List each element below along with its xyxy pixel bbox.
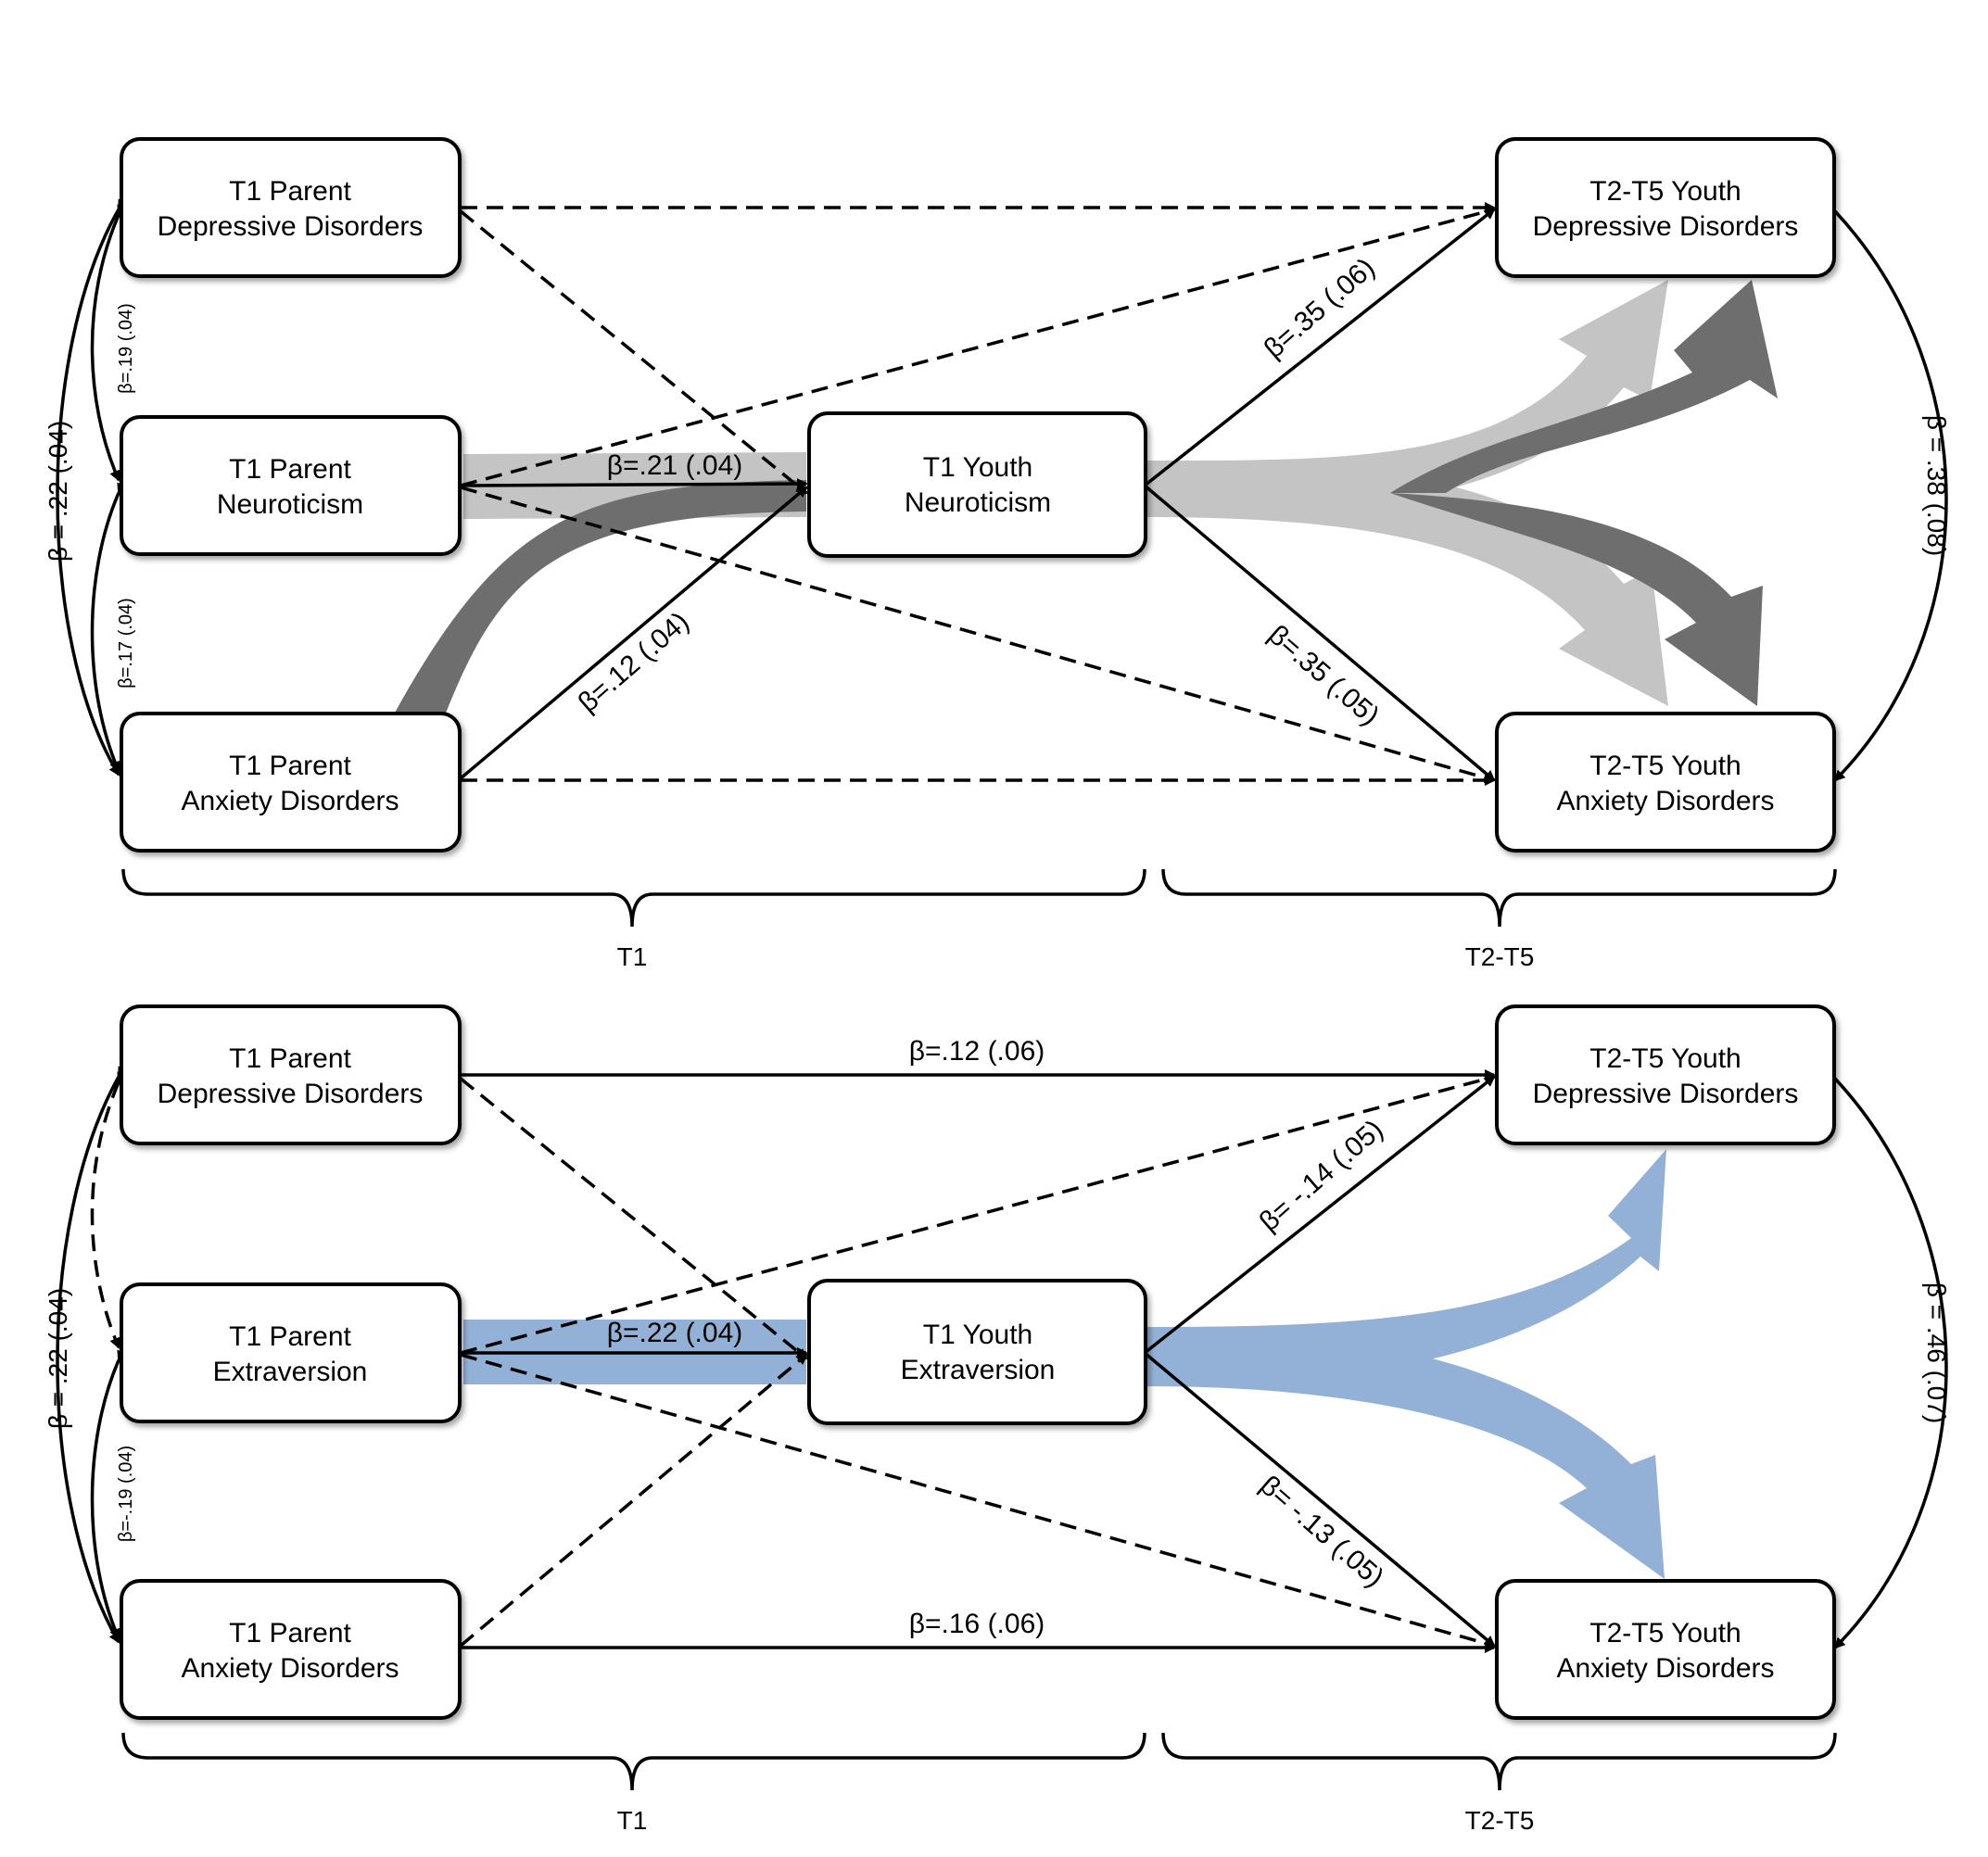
node-line-1: T1 Parent xyxy=(229,1043,351,1074)
brace-label-t1: T1 xyxy=(617,942,648,971)
path-trait-to-youthanx xyxy=(460,486,1496,784)
beta-anx-to-youth: β=.12 (.04) xyxy=(573,606,695,718)
beta-dep-to-dep: β=.12 (.06) xyxy=(909,1036,1045,1067)
path-trait-to-youthdep xyxy=(460,1073,1496,1355)
node-line-2: Neuroticism xyxy=(905,487,1051,518)
beta-left-lower: β=.17 (.04) xyxy=(116,598,136,688)
node-line-1: T1 Parent xyxy=(229,1321,351,1352)
cov-left-outer xyxy=(56,1066,129,1644)
node-youth-extraversion: T1 Youth Extraversion xyxy=(807,1279,1147,1425)
node-parent-dep: T1 Parent Depressive Disorders xyxy=(120,1004,462,1145)
node-line-2: Depressive Disorders xyxy=(158,1079,424,1109)
brace-t1 xyxy=(121,868,1146,928)
node-line-1: T1 Parent xyxy=(229,1618,351,1649)
brace-t2t5 xyxy=(1161,868,1837,928)
beta-right-outer: β = .38 (.08) xyxy=(1922,415,1951,556)
braces-panel2: T1 T2-T5 xyxy=(121,1732,1837,1835)
path-dep-to-youthtrait xyxy=(459,1077,808,1360)
beta-right-outer: β = .46 (.07) xyxy=(1922,1282,1951,1423)
wide-arrow-youth-to-dep-blue xyxy=(1145,1149,1666,1386)
path-trait-to-youthtrait xyxy=(460,478,808,490)
node-line-1: T1 Youth xyxy=(923,1320,1032,1350)
node-line-2: Depressive Disorders xyxy=(1533,1079,1799,1109)
node-line-1: T2-T5 Youth xyxy=(1589,1618,1741,1649)
wide-band-anx-to-youth-dark xyxy=(389,480,806,723)
node-line-2: Anxiety Disorders xyxy=(1556,1653,1774,1684)
node-line-1: T2-T5 Youth xyxy=(1589,1043,1741,1074)
path-anx-to-youthtrait xyxy=(459,486,808,780)
node-line-2: Anxiety Disorders xyxy=(181,786,399,816)
node-parent-anx: T1 Parent Anxiety Disorders xyxy=(120,1579,462,1720)
node-line-2: Depressive Disorders xyxy=(158,211,424,242)
node-line-2: Depressive Disorders xyxy=(1533,211,1799,242)
node-line-1: T1 Parent xyxy=(229,751,351,781)
cov-left-outer xyxy=(56,198,129,777)
wide-arrows-panel1 xyxy=(389,280,1778,723)
beta-left-outer: β = .22 (.04) xyxy=(44,421,72,562)
node-line-2: Anxiety Disorders xyxy=(1556,786,1774,816)
node-parent-neuroticism: T1 Parent Neuroticism xyxy=(120,415,462,556)
path-youthtrait-to-youthanx xyxy=(1143,484,1496,782)
brace-t1 xyxy=(121,1732,1146,1791)
node-line-2: Extraversion xyxy=(901,1355,1056,1385)
node-youth-neuroticism: T1 Youth Neuroticism xyxy=(807,411,1147,558)
panel-extraversion: T1 Parent Depressive Disorders T1 Parent… xyxy=(44,1004,1951,1835)
brace-t2t5 xyxy=(1161,1732,1837,1791)
paths-panel1 xyxy=(56,198,1948,786)
cov-left-lower xyxy=(90,482,128,773)
beta-youth-to-anx: β= -.13 (.05) xyxy=(1254,1470,1389,1593)
node-parent-anx: T1 Parent Anxiety Disorders xyxy=(120,712,462,853)
node-line-1: T1 Parent xyxy=(229,454,351,485)
node-youth-dep: T2-T5 Youth Depressive Disorders xyxy=(1495,1004,1836,1145)
cov-right-outer xyxy=(1824,1067,1948,1649)
node-line-2: Extraversion xyxy=(213,1357,368,1387)
braces-panel1: T1 T2-T5 xyxy=(121,868,1837,971)
beta-left-upper: β=.19 (.04) xyxy=(116,303,136,394)
wide-arrow-to-dep-dark xyxy=(1390,280,1778,493)
node-line-2: Anxiety Disorders xyxy=(181,1653,399,1684)
wide-arrow-youth-to-anx-blue xyxy=(1145,1327,1665,1579)
node-youth-dep: T2-T5 Youth Depressive Disorders xyxy=(1495,137,1836,278)
node-line-1: T1 Youth xyxy=(923,452,1032,483)
node-line-1: T1 Parent xyxy=(229,176,351,207)
cov-left-upper xyxy=(90,1071,128,1349)
node-line-1: T2-T5 Youth xyxy=(1589,751,1741,781)
node-youth-anx: T2-T5 Youth Anxiety Disorders xyxy=(1495,712,1836,853)
beta-anx-to-anx: β=.16 (.06) xyxy=(909,1609,1045,1639)
brace-label-t2t5: T2-T5 xyxy=(1465,1806,1535,1835)
beta-left-lower: β=-.19 (.04) xyxy=(116,1446,136,1542)
beta-left-outer: β = .22 (.04) xyxy=(44,1288,72,1429)
cov-left-upper xyxy=(90,204,128,482)
path-youthtrait-to-youthdep xyxy=(1143,1075,1496,1355)
node-line-1: T2-T5 Youth xyxy=(1589,176,1741,207)
beta-parent-to-youth: β=.22 (.04) xyxy=(607,1318,743,1348)
path-youthtrait-to-youthdep xyxy=(1143,208,1496,487)
path-youthtrait-to-youthanx xyxy=(1143,1351,1496,1648)
path-anx-to-youthtrait xyxy=(459,1353,808,1648)
beta-parent-to-youth: β=.21 (.04) xyxy=(607,450,743,481)
cov-right-outer xyxy=(1824,200,1948,782)
node-parent-extraversion: T1 Parent Extraversion xyxy=(120,1282,462,1423)
path-trait-to-youthanx xyxy=(460,1353,1496,1649)
path-trait-to-youthdep xyxy=(460,206,1496,487)
wide-arrow-to-anx-dark xyxy=(1390,493,1763,706)
node-line-2: Neuroticism xyxy=(217,489,363,520)
node-youth-anx: T2-T5 Youth Anxiety Disorders xyxy=(1495,1579,1836,1720)
panel-neuroticism: T1 Parent Depressive Disorders T1 Parent… xyxy=(44,137,1951,971)
path-dep-to-youthtrait xyxy=(459,209,808,495)
node-parent-dep: T1 Parent Depressive Disorders xyxy=(120,137,462,278)
paths-panel2 xyxy=(56,1066,1948,1653)
cov-left-lower xyxy=(90,1349,128,1640)
brace-label-t1: T1 xyxy=(617,1806,648,1835)
brace-label-t2t5: T2-T5 xyxy=(1465,942,1535,971)
